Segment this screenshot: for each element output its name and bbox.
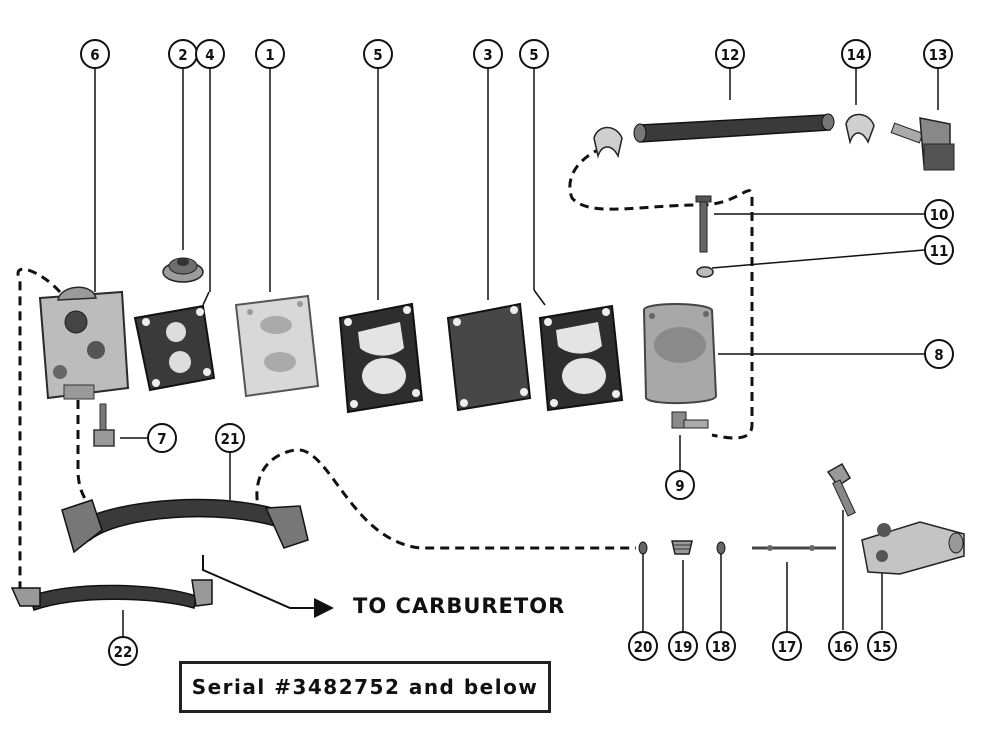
callout-5a [363,39,393,69]
callout-11 [924,235,954,265]
hose-clamp-left [593,126,623,159]
callout-15 [867,631,897,661]
callout-label: 21 [221,430,240,448]
callout-label: 12 [721,46,740,64]
callout-label: 2 [178,46,187,64]
check-valve [162,257,204,283]
pump-plate-1 [234,294,320,398]
screw-7 [93,403,115,447]
hose-22 [10,579,213,611]
callout-label: 9 [675,477,684,495]
callout-5b [519,39,549,69]
callout-13 [923,39,953,69]
needle-17 [752,545,836,551]
callout-label: 15 [873,638,892,656]
callout-16 [828,631,858,661]
callout-10 [924,199,954,229]
fuel-hose-12 [633,113,835,143]
callout-label: 1 [265,46,274,64]
callout-label: 18 [712,638,731,656]
callout-label: 14 [847,46,866,64]
diaphragm-gasket-5b [538,304,624,412]
leader-lines [94,68,939,636]
callout-9 [665,470,695,500]
callout-label: 20 [634,638,653,656]
serial-note-box: Serial #3482752 and below [179,661,551,713]
callout-6 [80,39,110,69]
o-ring-18 [716,541,726,555]
spring-19 [671,540,693,555]
washer-11 [696,266,714,278]
callout-19 [668,631,698,661]
hose-clamp-14 [845,113,875,145]
callout-7 [147,423,177,453]
callout-12 [715,39,745,69]
elbow-fitting-9 [671,411,709,429]
callout-14 [841,39,871,69]
callout-21 [215,423,245,453]
callout-8 [924,339,954,369]
to-carburetor-label: TO CARBURETOR [353,594,566,618]
callout-4 [195,39,225,69]
callout-label: 7 [157,430,166,448]
serial-note-text: Serial #3482752 and below [191,675,539,699]
callout-1 [255,39,285,69]
callout-labels: 6 2 4 1 5 3 5 12 14 13 10 11 8 7 21 9 16… [90,46,948,661]
callout-label: 6 [90,46,99,64]
callout-label: 5 [373,46,382,64]
diaphragm-3 [446,302,532,412]
fuel-pump-body [38,286,130,400]
gasket-4 [133,304,216,392]
pump-cover [642,303,718,405]
callout-label: 19 [674,638,693,656]
callout-17 [772,631,802,661]
bolt-16 [826,462,856,517]
callout-label: 8 [934,346,943,364]
callout-18 [706,631,736,661]
hose-21 [61,498,309,554]
callout-label: 10 [930,206,949,224]
screw-10 [695,195,712,253]
callout-label: 13 [929,46,948,64]
callouts [80,39,954,666]
callout-label: 17 [778,638,797,656]
callout-label: 5 [529,46,538,64]
callout-label: 22 [114,643,133,661]
callout-22 [108,636,138,666]
callout-label: 4 [205,46,214,64]
fitting-body-15 [861,521,965,575]
diaphragm-gasket-5a [338,302,424,414]
callout-label: 16 [834,638,853,656]
carburetor-arrow [202,555,334,618]
callout-3 [473,39,503,69]
elbow-fitting-13 [890,117,955,171]
callout-label: 11 [930,242,949,260]
callout-20 [628,631,658,661]
o-ring-20 [638,541,648,555]
callout-label: 3 [483,46,492,64]
